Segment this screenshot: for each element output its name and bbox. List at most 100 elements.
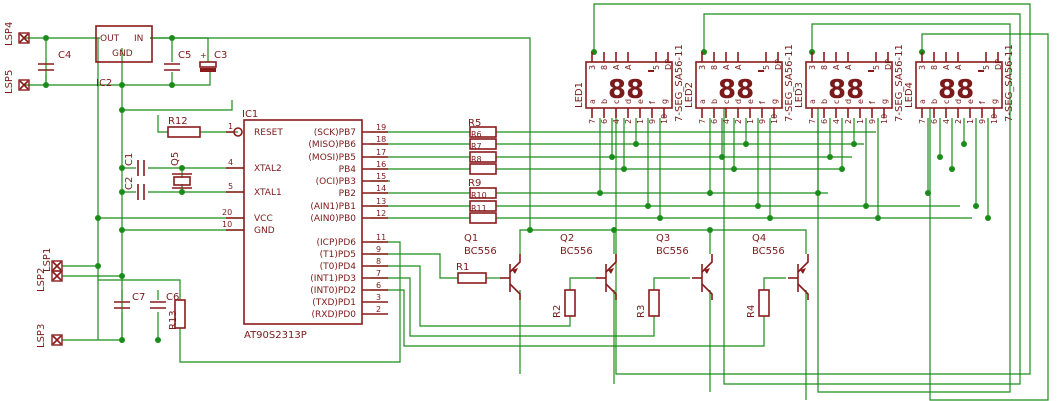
- display-top-pin: 3: [918, 65, 927, 70]
- display-bottom-pin: 9: [978, 119, 987, 124]
- c5-label: C5: [178, 50, 191, 61]
- display-bottom-pin: 4: [942, 119, 951, 124]
- c1-label: C1: [124, 153, 135, 166]
- display-top-pin: A: [624, 64, 633, 70]
- pin-5-num: 5: [228, 182, 233, 191]
- lsp3-label: LSP3: [36, 324, 47, 348]
- display-bottom-letter: d: [844, 99, 853, 104]
- c7-label: C7: [132, 292, 145, 303]
- display-bottom-pin: 4: [612, 119, 621, 124]
- display-bottom-pin: 2: [954, 119, 963, 124]
- reg-in-label: IN: [134, 34, 143, 44]
- capacitor-c3: + C3: [199, 50, 227, 72]
- display-top-pin: 8: [600, 65, 609, 70]
- display-bottom-letter: g: [880, 99, 889, 104]
- lsp5-label: LSP5: [4, 70, 15, 94]
- display-bottom-pin: 2: [844, 119, 853, 124]
- mcu-pin-number: 7: [376, 269, 381, 278]
- transistor-type: BC556: [560, 246, 593, 257]
- display-top-pin: A: [942, 64, 951, 70]
- display-top-pin: 3: [588, 65, 597, 70]
- pin-xtal1-label: XTAL1: [254, 188, 282, 198]
- display-name: LED1: [574, 82, 585, 108]
- c3-label: C3: [214, 50, 227, 61]
- display-part: 7-SEG_SA56-11: [784, 44, 795, 122]
- display-bottom-pin: 7: [698, 119, 707, 124]
- transistor-name: Q1: [464, 233, 478, 244]
- ic1-label: IC1: [242, 109, 258, 120]
- pin-4-num: 4: [228, 158, 233, 167]
- display-bottom-letter: e: [856, 99, 865, 104]
- display-bottom-letter: e: [746, 99, 755, 104]
- display-name: LED3: [794, 82, 805, 108]
- mcu-pin-label: PB4: [339, 165, 357, 175]
- mcu-pin-label: (MISO)PB6: [308, 140, 356, 150]
- r9-label: R9: [468, 178, 481, 189]
- display-bottom-letter: d: [954, 99, 963, 104]
- mcu-pin-number: 9: [376, 245, 381, 254]
- display-bottom-letter: a: [698, 99, 707, 104]
- mcu-right-pins: (SCK)PB719(MISO)PB618(MOSI)PB517PB416(OC…: [308, 123, 388, 320]
- mcu-pin-number: 19: [376, 123, 386, 132]
- display-bottom-letter: d: [734, 99, 743, 104]
- display-bottom-pin: 6: [820, 119, 829, 124]
- mcu-pin-number: 11: [376, 233, 386, 242]
- display-part: 7-SEG_SA56-11: [894, 44, 905, 122]
- mcu-pin-label: (OCI)PB3: [316, 177, 356, 187]
- display-bottom-pin: 4: [722, 119, 731, 124]
- r4-label: R4: [746, 305, 757, 318]
- r1-label: R1: [456, 262, 469, 273]
- transistor-type: BC556: [656, 246, 689, 257]
- capacitor-c1: C1: [124, 153, 145, 176]
- mcu-pin-label: (RXD)PD0: [312, 310, 357, 320]
- display-top-pin: 3: [698, 65, 707, 70]
- mcu-pin-number: 6: [376, 281, 381, 290]
- c6-label: C6: [166, 292, 179, 303]
- r12-label: R12: [168, 116, 188, 127]
- display-name: LED2: [684, 82, 695, 108]
- display-bottom-letter: a: [588, 99, 597, 104]
- ic2-label: IC2: [96, 78, 112, 89]
- pin-1-num: 1: [228, 122, 233, 131]
- display-bottom-pin: 7: [808, 119, 817, 124]
- display-top-pin: A: [832, 64, 841, 70]
- display-bottom-letter: f: [978, 101, 987, 104]
- lsp1-label: LSP1: [42, 248, 53, 272]
- display-bottom-pin: 4: [832, 119, 841, 124]
- pin-vcc-label: VCC: [254, 214, 273, 224]
- display-top-pin: 5: [982, 65, 991, 70]
- mcu-pin-label: (INT1)PD3: [310, 274, 356, 284]
- mcu-pin-label: PB2: [339, 189, 356, 199]
- capacitor-c6: C6: [150, 292, 179, 309]
- pin-reset-label: RESET: [254, 128, 283, 138]
- display-bottom-pin: 7: [918, 119, 927, 124]
- display-top-pin: DP: [884, 59, 893, 70]
- display-top-pin: 8: [930, 65, 939, 70]
- connector-lsp3: LSP3: [36, 324, 63, 348]
- display-part: 7-SEG_SA56-11: [674, 44, 685, 122]
- mcu-pin-label: (SCK)PB7: [314, 128, 356, 138]
- display-top-pin: 5: [652, 65, 661, 70]
- display-bottom-letter: a: [808, 99, 817, 104]
- display-bottom-pin: 6: [710, 119, 719, 124]
- connector-lsp1-lsp2: LSP2 LSP1: [36, 248, 63, 292]
- svg-text:+: +: [200, 51, 207, 60]
- display-bottom-pin: 1: [856, 119, 865, 124]
- display-digits: 88: [938, 75, 974, 105]
- r2-label: R2: [552, 305, 563, 318]
- transistor-type: BC556: [752, 246, 785, 257]
- display-bottom-letter: d: [624, 99, 633, 104]
- display-bottom-pin: 1: [746, 119, 755, 124]
- display-bottom-letter: c: [832, 100, 841, 104]
- mcu-pin-number: 12: [376, 209, 386, 218]
- mcu-pin-number: 14: [376, 184, 386, 193]
- pin-gnd-label: GND: [254, 226, 275, 236]
- regulator-ic2: OUT IN GND IC2: [95, 25, 153, 89]
- mcu-pin-label: (AIN1)PB1: [310, 202, 356, 212]
